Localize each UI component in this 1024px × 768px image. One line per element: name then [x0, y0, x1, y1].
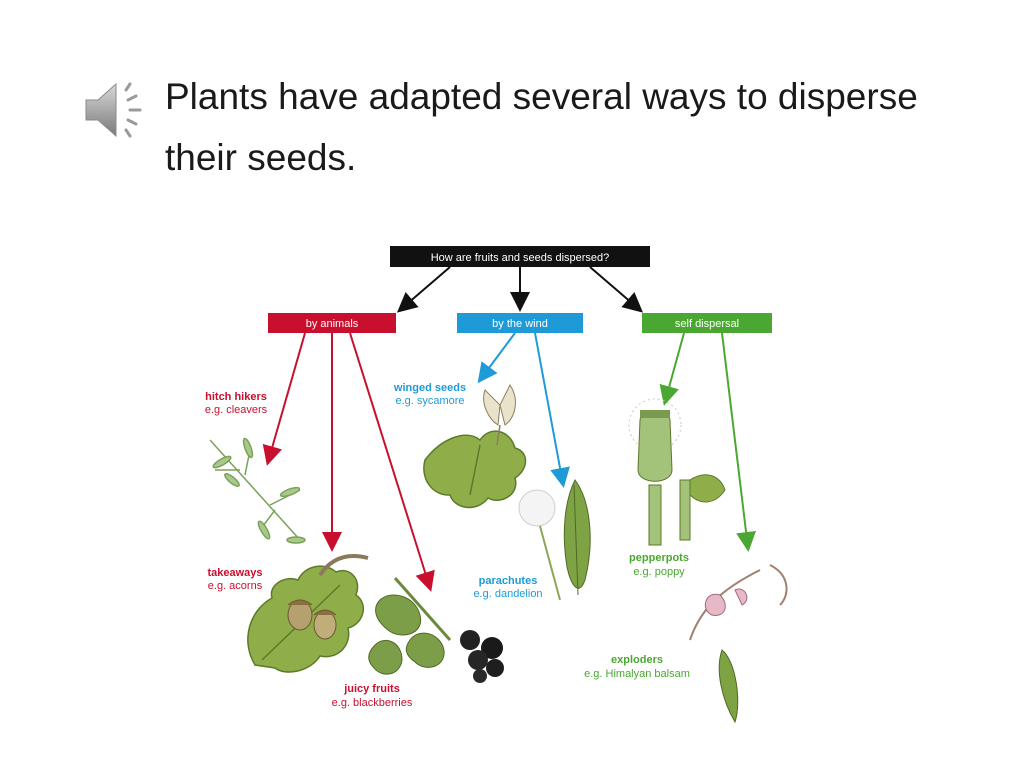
item-example: e.g. Himalyan balsam	[584, 668, 690, 680]
item-hitch-hikers: hitch hikers e.g. cleavers	[205, 391, 268, 416]
item-name: hitch hikers	[205, 391, 267, 403]
root-arrows	[396, 266, 644, 313]
item-example: e.g. poppy	[633, 566, 685, 578]
self-arrows	[659, 332, 757, 552]
item-name: takeaways	[207, 567, 262, 579]
cleavers-illustration	[209, 437, 306, 544]
item-juicy-fruits: juicy fruits e.g. blackberries	[332, 683, 413, 709]
speaker-icon[interactable]	[82, 78, 152, 147]
item-example: e.g. cleavers	[205, 404, 268, 416]
item-name: pepperpots	[629, 552, 689, 564]
item-name: parachutes	[479, 575, 538, 587]
item-name: winged seeds	[393, 382, 466, 394]
item-exploders: exploders e.g. Himalyan balsam	[584, 654, 690, 680]
acorn-oak-illustration	[247, 554, 369, 673]
dandelion-illustration	[518, 479, 591, 601]
item-name: juicy fruits	[343, 683, 400, 695]
category-by-animals: by animals	[268, 313, 396, 333]
root-question-box: How are fruits and seeds dispersed?	[390, 246, 650, 267]
category-label: by animals	[306, 318, 359, 330]
category-self-dispersal: self dispersal	[642, 313, 772, 333]
balsam-illustration	[689, 564, 788, 724]
item-pepperpots: pepperpots e.g. poppy	[629, 552, 689, 578]
item-winged-seeds: winged seeds e.g. sycamore	[393, 382, 466, 407]
slide-title: Plants have adapted several ways to disp…	[165, 76, 918, 178]
animal-arrows	[262, 332, 435, 592]
category-label: by the wind	[492, 318, 548, 330]
item-takeaways: takeaways e.g. acorns	[207, 567, 262, 592]
item-name: exploders	[611, 654, 663, 666]
poppy-illustration	[628, 398, 726, 546]
item-example: e.g. dandelion	[473, 588, 542, 600]
item-parachutes: parachutes e.g. dandelion	[473, 575, 542, 600]
item-example: e.g. sycamore	[395, 395, 464, 407]
root-question-text: How are fruits and seeds dispersed?	[431, 252, 610, 264]
blackberry-illustration	[368, 577, 504, 683]
category-label: self dispersal	[675, 318, 739, 330]
item-example: e.g. blackberries	[332, 697, 413, 709]
wind-arrows	[477, 332, 570, 488]
category-by-the-wind: by the wind	[457, 313, 583, 333]
sycamore-illustration	[423, 384, 527, 509]
item-example: e.g. acorns	[208, 580, 263, 592]
